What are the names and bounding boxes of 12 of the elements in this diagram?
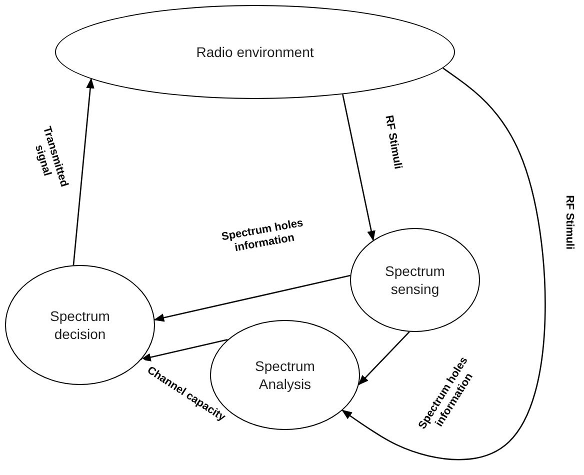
arrow <box>140 339 228 362</box>
node-label: Spectrum Analysis <box>254 356 316 394</box>
node-label: Radio environment <box>196 42 314 62</box>
arrow <box>358 331 410 386</box>
node-label: Spectrum sensing <box>384 262 446 298</box>
arrow <box>342 68 546 460</box>
arrow <box>72 78 94 266</box>
arrow <box>154 274 350 322</box>
ellipse-node <box>350 228 480 332</box>
ellipse-node <box>55 5 455 99</box>
arrow <box>342 94 376 242</box>
node-label: Spectrum decision <box>49 306 111 344</box>
